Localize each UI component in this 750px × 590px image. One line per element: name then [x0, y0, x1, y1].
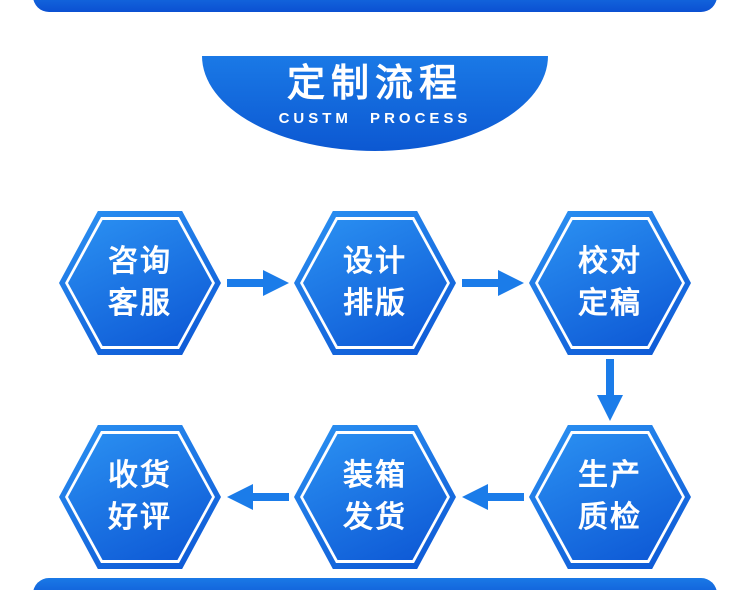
step-label-line1: 设计	[343, 245, 407, 278]
bottom-banner-bar	[33, 578, 717, 590]
arrow-left-icon	[462, 484, 524, 510]
section-subtitle: CUSTM PROCESS	[278, 109, 472, 127]
step-label-line2: 质检	[578, 501, 642, 534]
step-hexagon-shipping: 装箱 发货	[294, 425, 456, 569]
step-hexagon-proofread: 校对 定稿	[529, 211, 691, 355]
arrow-right-icon	[462, 270, 524, 296]
arrow-left-icon	[227, 484, 289, 510]
step-label-line1: 咨询	[108, 245, 172, 278]
step-label-line2: 客服	[108, 287, 172, 320]
step-label-line1: 收货	[108, 459, 172, 492]
step-hexagon-consult: 咨询 客服	[59, 211, 221, 355]
step-label-line1: 生产	[578, 459, 642, 492]
step-label: 生产 质检	[529, 425, 691, 569]
step-label: 校对 定稿	[529, 211, 691, 355]
section-title: 定制流程	[286, 63, 463, 105]
hexagon-fill	[68, 220, 212, 346]
hexagon-fill	[538, 434, 682, 560]
hexagon-fill	[68, 434, 212, 560]
step-label: 设计 排版	[294, 211, 456, 355]
step-label-line2: 好评	[108, 501, 172, 534]
step-hexagon-receive: 收货 好评	[59, 425, 221, 569]
step-label-line2: 排版	[343, 287, 407, 320]
step-label: 收货 好评	[59, 425, 221, 569]
arrow-down-icon	[597, 359, 623, 421]
arrow-right-icon	[227, 270, 289, 296]
step-label-line2: 发货	[343, 501, 407, 534]
step-label: 咨询 客服	[59, 211, 221, 355]
step-label: 装箱 发货	[294, 425, 456, 569]
section-header: 定制流程 CUSTM PROCESS	[202, 56, 548, 151]
step-label-line2: 定稿	[578, 287, 642, 320]
hexagon-fill	[303, 220, 447, 346]
step-label-line1: 装箱	[343, 459, 407, 492]
hexagon-fill	[303, 434, 447, 560]
step-label-line1: 校对	[578, 245, 642, 278]
top-banner-bar	[33, 0, 717, 12]
hexagon-fill	[538, 220, 682, 346]
step-hexagon-design: 设计 排版	[294, 211, 456, 355]
step-hexagon-production: 生产 质检	[529, 425, 691, 569]
